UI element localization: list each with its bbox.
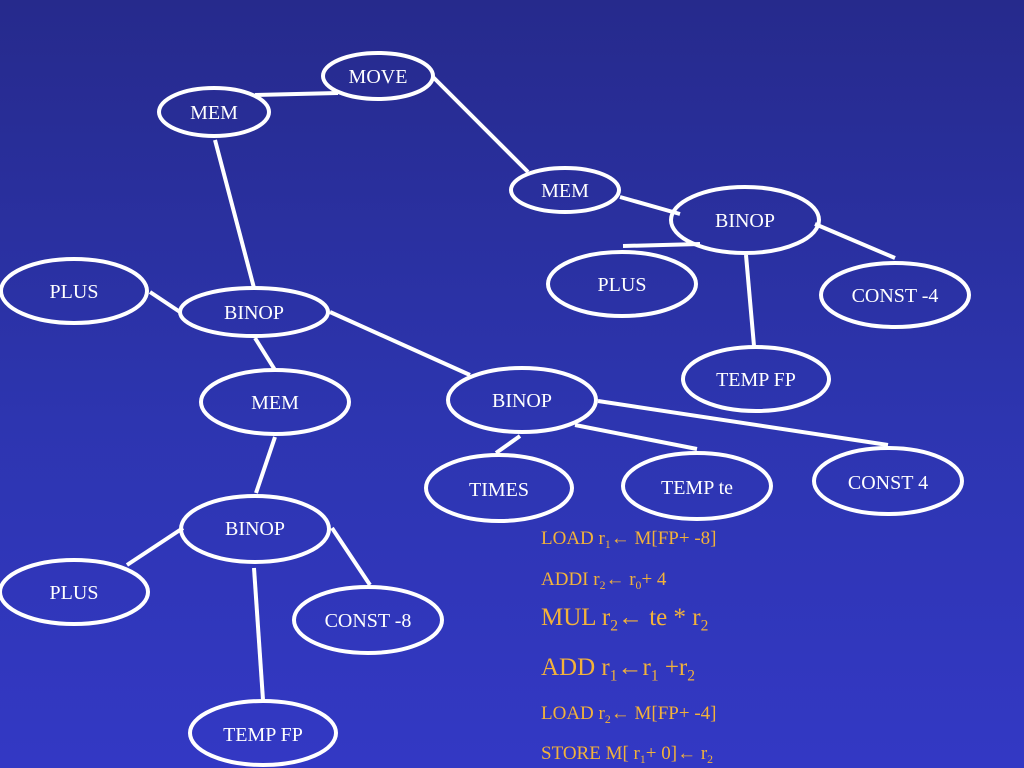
times-node (424, 453, 574, 523)
const-neg4-node (819, 261, 971, 329)
code-text: ← M[FP+ -8] (610, 528, 717, 549)
code-line-2: ADDI r2← r0+ 4 (541, 569, 666, 591)
edge (213, 139, 256, 289)
mem-left-label: MEM (190, 102, 238, 124)
temp-fp-bottom-node (188, 699, 338, 767)
const-neg8-node (292, 585, 444, 655)
temp-fp-right-node (681, 345, 831, 413)
code-text: + 0]← r (645, 743, 708, 764)
edge (253, 336, 277, 372)
code-line-5: LOAD r2← M[FP+ -4] (541, 703, 716, 725)
code-text: MUL r (541, 604, 611, 631)
mem-middle-label: MEM (251, 392, 299, 414)
plus-left-top-label: PLUS (50, 281, 99, 303)
plus-left-top-node (0, 257, 149, 325)
code-text: LOAD r (541, 528, 605, 549)
plus-bottom-label: PLUS (50, 582, 99, 604)
mem-middle-node (199, 368, 351, 436)
edge (330, 526, 372, 587)
code-subscript: 2 (599, 579, 606, 593)
code-line-1: LOAD r1← M[FP+ -8] (541, 528, 716, 550)
code-text: ← te * r (617, 604, 701, 631)
mem-right-node (509, 166, 621, 214)
code-subscript: 2 (707, 753, 714, 767)
temp-te-label: TEMP te (661, 477, 733, 499)
times-label: TIMES (469, 479, 529, 501)
code-text: ← M[FP+ -4] (610, 703, 717, 724)
const-4-node (812, 446, 964, 516)
edge (148, 290, 182, 314)
edge (814, 222, 896, 260)
binop-left-node (178, 286, 330, 338)
binop-bottom-label: BINOP (225, 518, 285, 540)
code-line-3: MUL r2← te * r2 (541, 604, 709, 635)
code-text: LOAD r (541, 703, 605, 724)
code-line-6: STORE M[ r1+ 0]← r2 (541, 743, 713, 765)
edge (494, 434, 522, 455)
code-text: ADD r (541, 654, 610, 681)
code-text: +r (658, 654, 688, 681)
code-subscript: 2 (687, 667, 696, 685)
code-subscript: 2 (610, 617, 618, 635)
tree-nodes (0, 51, 971, 767)
temp-te-node (621, 451, 773, 521)
binop-bottom-node (179, 494, 331, 564)
edge (619, 195, 681, 216)
move-label: MOVE (349, 66, 408, 88)
code-subscript: 1 (609, 667, 618, 685)
edge (254, 91, 339, 97)
edge (252, 567, 265, 701)
code-text: ADDI r (541, 569, 600, 590)
const-neg8-label: CONST -8 (325, 610, 412, 632)
code-text: + 4 (641, 569, 667, 590)
code-text: ← r (605, 569, 636, 590)
mem-left-node (157, 86, 271, 138)
binop-right-label: BINOP (715, 210, 775, 232)
code-text: STORE M[ r (541, 743, 640, 764)
code-subscript: 2 (604, 713, 611, 727)
code-line-4: ADD r1←r1 +r2 (541, 654, 696, 685)
edge (431, 75, 530, 174)
plus-right-node (546, 250, 698, 318)
plus-bottom-node (0, 558, 150, 626)
edge (574, 423, 698, 451)
code-text: ←r (617, 654, 651, 681)
code-subscript: 1 (604, 538, 611, 552)
code-subscript: 1 (639, 753, 646, 767)
edge (744, 254, 756, 347)
code-subscript: 2 (700, 617, 709, 635)
move-node (321, 51, 435, 101)
plus-right-label: PLUS (598, 274, 647, 296)
edge (254, 436, 277, 494)
const-4-label: CONST 4 (848, 472, 928, 494)
const-neg4-label: CONST -4 (852, 285, 939, 307)
edge (622, 242, 701, 248)
temp-fp-bottom-label: TEMP FP (223, 724, 303, 746)
binop-right-node (669, 185, 821, 255)
tree-edges (125, 75, 896, 701)
temp-fp-right-label: TEMP FP (716, 369, 796, 391)
code-subscript: 1 (650, 667, 659, 685)
edge (329, 310, 471, 377)
binop-middle-node (446, 366, 598, 434)
binop-left-label: BINOP (224, 302, 284, 324)
binop-middle-label: BINOP (492, 390, 552, 412)
edge (597, 399, 889, 447)
mem-right-label: MEM (541, 180, 589, 202)
edge (125, 526, 185, 567)
code-subscript: 0 (635, 579, 642, 593)
